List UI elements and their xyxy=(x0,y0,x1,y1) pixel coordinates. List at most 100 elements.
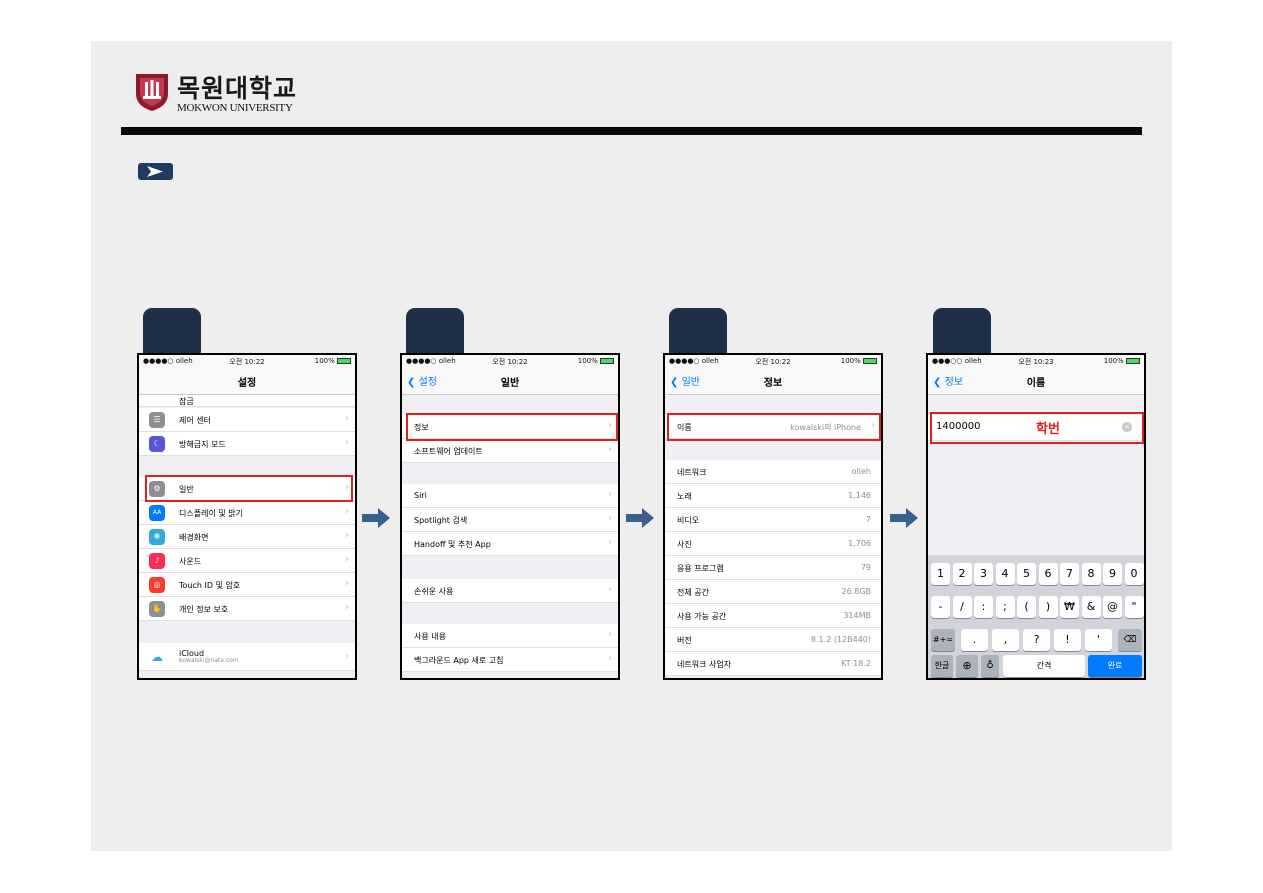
keyboard-key[interactable]: ; xyxy=(995,596,1015,618)
keyboard-key[interactable]: ) xyxy=(1038,596,1058,618)
back-button[interactable]: ❮ 설정 xyxy=(407,377,437,388)
keyboard-key[interactable]: ' xyxy=(1085,629,1112,651)
highlight-box xyxy=(667,413,881,441)
settings-item-privacy[interactable]: ✋ 개인 정보 보호› xyxy=(139,597,355,621)
general-item-accessibility[interactable]: 손쉬운 사용› xyxy=(402,579,618,603)
symbols-key[interactable]: #+= xyxy=(931,629,955,651)
student-id-annotation: 학번 xyxy=(1036,422,1060,437)
step-badge xyxy=(143,308,201,356)
chevron-left-icon: ❮ xyxy=(933,377,942,388)
general-item-spotlight[interactable]: Spotlight 검색› xyxy=(402,508,618,532)
keyboard-key[interactable]: 1 xyxy=(931,563,950,585)
battery-icon xyxy=(600,358,614,364)
phone-settings-screen: ●●●●○ olleh 오전 10:22 100% 설정 잠금 ☰ 제어 센터›… xyxy=(137,353,357,680)
step-badge xyxy=(406,308,464,356)
keyboard-key[interactable]: 5 xyxy=(1017,563,1036,585)
display-icon: AA xyxy=(149,505,165,521)
fingerprint-icon: ◎ xyxy=(149,577,165,593)
page-title: 이름 xyxy=(1026,378,1046,389)
list-item[interactable]: 잠금 xyxy=(139,395,355,407)
right-arrow-icon xyxy=(890,508,918,528)
keyboard-key[interactable]: 2 xyxy=(952,563,972,585)
status-bar: ●●●●○ olleh 오전 10:22 100% xyxy=(402,355,618,368)
settings-item-sound[interactable]: ♪ 사운드› xyxy=(139,549,355,573)
settings-item-do-not-disturb[interactable]: ☾ 방해금지 모드› xyxy=(139,432,355,456)
privacy-hand-icon: ✋ xyxy=(149,601,165,617)
status-bar: ●●●●○ olleh 오전 10:22 100% xyxy=(665,355,881,368)
keyboard-key[interactable]: 8 xyxy=(1081,563,1101,585)
keyboard-key[interactable]: ₩ xyxy=(1060,596,1079,618)
general-item-software-update[interactable]: 소프트웨어 업데이트› xyxy=(402,439,618,463)
keyboard-key[interactable]: . xyxy=(961,629,988,651)
keyboard-key[interactable]: 6 xyxy=(1038,563,1058,585)
keyboard-key[interactable]: @ xyxy=(1103,596,1122,618)
microphone-icon[interactable]: ♁ xyxy=(981,655,999,677)
logo-english-text: MOKWON UNIVERSITY xyxy=(177,102,293,114)
back-button[interactable]: ❮ 일반 xyxy=(670,377,700,388)
clear-icon[interactable]: × xyxy=(1122,422,1132,432)
keyboard-key[interactable]: 9 xyxy=(1103,563,1122,585)
keyboard-key[interactable]: : xyxy=(974,596,993,618)
chevron-left-icon: ❮ xyxy=(407,377,416,388)
globe-icon[interactable]: ⊕ xyxy=(956,655,978,677)
keyboard-key[interactable]: ! xyxy=(1054,629,1081,651)
page-title: 일반 xyxy=(500,378,520,389)
keyboard-key[interactable]: " xyxy=(1124,596,1144,618)
highlight-box xyxy=(145,475,353,502)
step-badge xyxy=(933,308,991,356)
keyboard-key[interactable]: 7 xyxy=(1060,563,1079,585)
keyboard-key[interactable]: 3 xyxy=(974,563,993,585)
battery-icon xyxy=(337,358,351,364)
general-item-usage[interactable]: 사용 내용› xyxy=(402,624,618,648)
about-item-name[interactable]: 이름 kowalski의 iPhone› xyxy=(665,415,881,439)
highlight-box xyxy=(930,412,1144,444)
gear-icon: ⚙ xyxy=(149,481,165,497)
status-bar: ●●●●○ olleh 오전 10:22 100% xyxy=(139,355,355,368)
keyboard-key[interactable]: 0 xyxy=(1124,563,1144,585)
space-key[interactable]: 간격 xyxy=(1003,655,1085,677)
general-item-handoff[interactable]: Handoff 및 추천 App› xyxy=(402,532,618,556)
keyboard-key[interactable]: ? xyxy=(1023,629,1050,651)
korean-key[interactable]: 한글 xyxy=(931,655,953,677)
settings-item-control-center[interactable]: ☰ 제어 센터› xyxy=(139,408,355,432)
keyboard-key[interactable]: 4 xyxy=(995,563,1015,585)
logo-korean-text: 목원대학교 xyxy=(177,74,298,103)
keyboard-key[interactable]: & xyxy=(1081,596,1101,618)
navigation-bar: ❮ 설정 일반 xyxy=(402,368,618,395)
settings-item-touch-id[interactable]: ◎ Touch ID 및 암호› xyxy=(139,573,355,597)
navigation-bar: ❮ 일반 정보 xyxy=(665,368,881,395)
settings-item-icloud[interactable]: ☁ iCloud kowalski@nate.com› xyxy=(139,643,355,671)
keyboard-key[interactable]: ( xyxy=(1017,596,1036,618)
settings-item-display[interactable]: AA 디스플레이 및 밝기› xyxy=(139,501,355,525)
settings-item-wallpaper[interactable]: ❋ 배경화면› xyxy=(139,525,355,549)
general-item-siri[interactable]: Siri› xyxy=(402,484,618,508)
settings-item-general[interactable]: ⚙ 일반› xyxy=(139,477,355,501)
back-button[interactable]: ❮ 정보 xyxy=(933,377,963,388)
keyboard-key[interactable]: - xyxy=(931,596,950,618)
university-seal-icon xyxy=(136,74,168,111)
keyboard-key[interactable]: / xyxy=(952,596,972,618)
battery-icon xyxy=(863,358,877,364)
keyboard-key[interactable]: , xyxy=(992,629,1019,651)
page-title: 정보 xyxy=(763,378,783,389)
sound-icon: ♪ xyxy=(149,553,165,569)
backspace-key[interactable]: ⌫ xyxy=(1118,629,1142,651)
navigation-bar: 설정 xyxy=(139,368,355,395)
carrier-text: ●●●●○ olleh xyxy=(143,357,193,365)
cloud-icon: ☁ xyxy=(149,649,165,665)
general-item-about[interactable]: 정보› xyxy=(402,415,618,439)
header-rule xyxy=(121,127,1142,135)
done-key[interactable]: 완료 xyxy=(1088,655,1142,677)
wallpaper-icon: ❋ xyxy=(149,529,165,545)
name-input-field[interactable]: 1400000 학번 × xyxy=(928,415,1144,441)
battery-icon xyxy=(1126,358,1140,364)
general-item-background-refresh[interactable]: 백그라운드 App 새로 고침› xyxy=(402,648,618,672)
